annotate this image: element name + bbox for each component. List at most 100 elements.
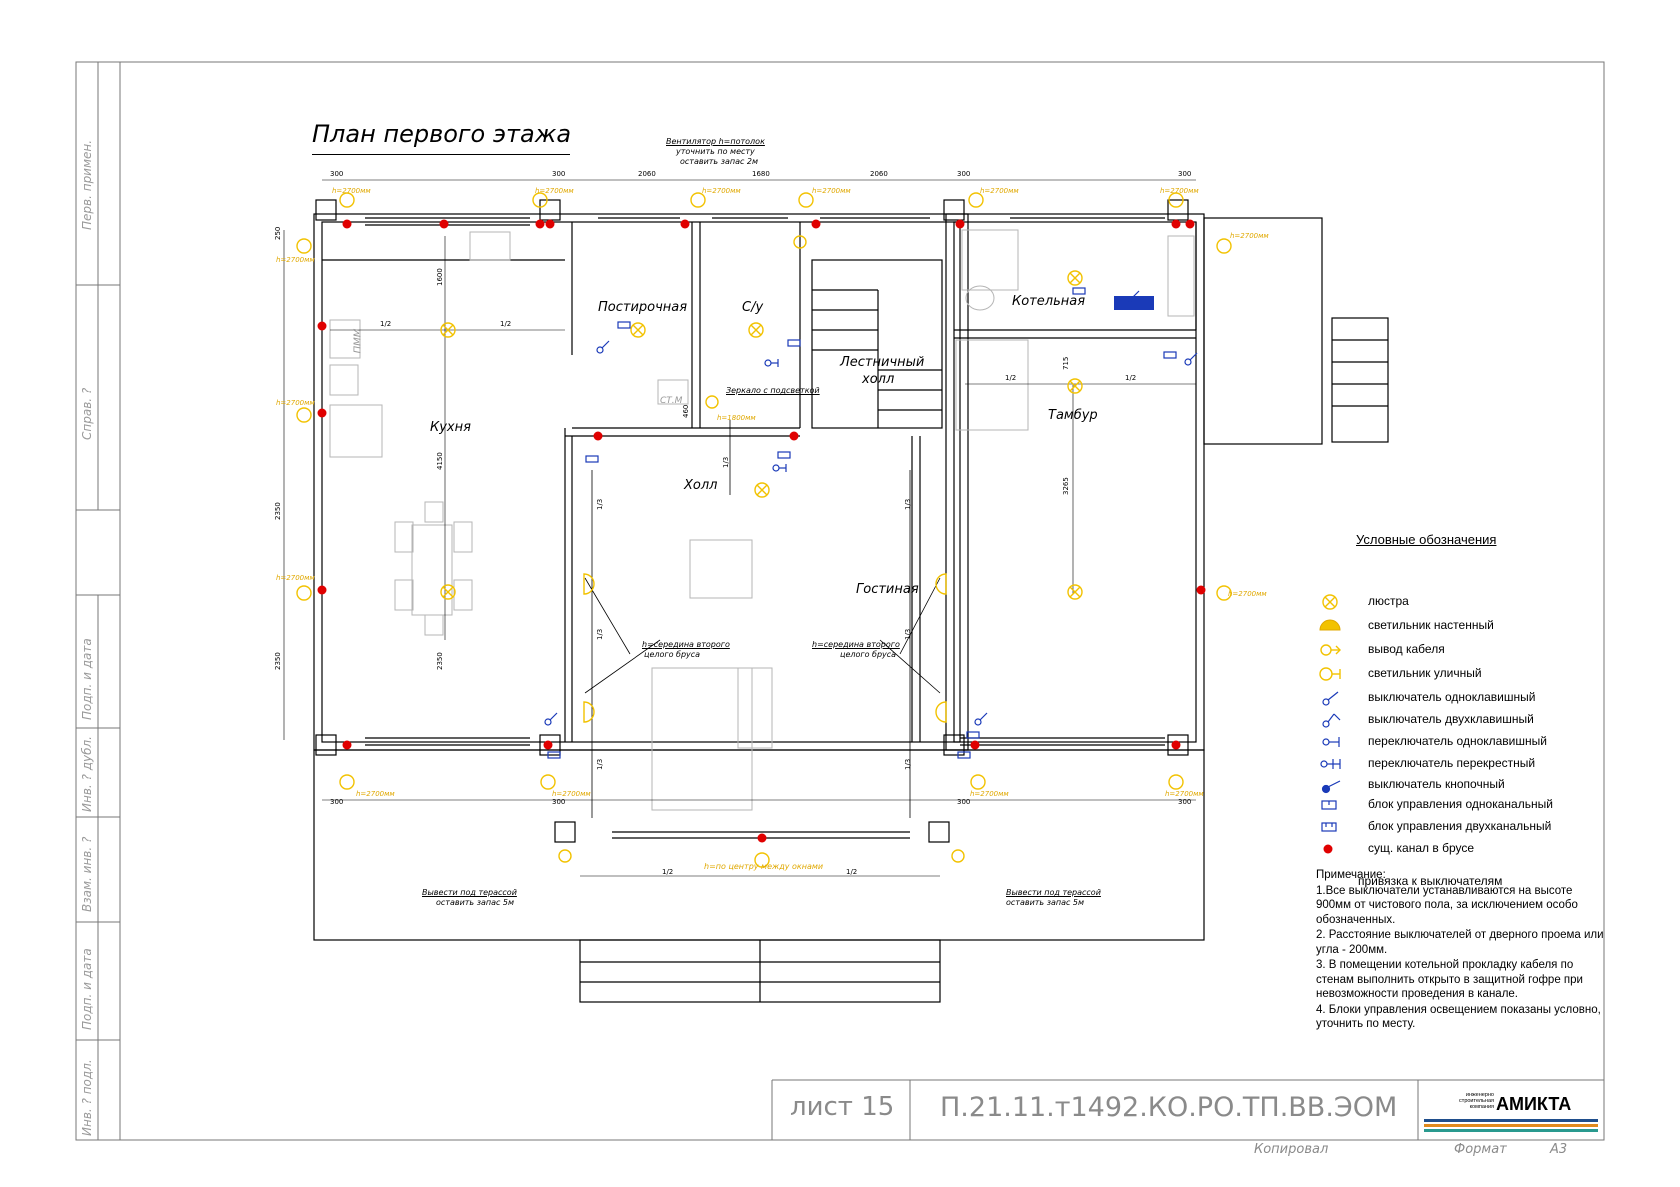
dim-1600: 1600 xyxy=(436,268,444,286)
dim-third: 1/3 xyxy=(596,629,604,640)
dim-300: 300 xyxy=(957,170,970,178)
legend-label: выключатель одноклавишный xyxy=(1368,690,1536,704)
legend-label: светильник настенный xyxy=(1368,618,1494,632)
legend-label: переключатель одноклавишный xyxy=(1368,734,1547,748)
channel-dots xyxy=(317,219,1206,843)
room-wc: С/у xyxy=(742,300,764,315)
svg-text:h=1800мм: h=1800мм xyxy=(717,414,756,422)
dim-half: 1/2 xyxy=(846,868,857,876)
document-code: П.21.11.т1492.КО.РО.ТП.ВВ.ЭОМ xyxy=(940,1092,1398,1123)
svg-text:h=2700мм: h=2700мм xyxy=(276,399,315,407)
svg-text:h=2700мм: h=2700мм xyxy=(276,256,315,264)
dim-715: 715 xyxy=(1062,357,1070,370)
note-item: 1.Все выключатели устанавливаются на выс… xyxy=(1316,884,1578,926)
dim-2060: 2060 xyxy=(638,170,656,178)
svg-text:h=2700мм: h=2700мм xyxy=(702,187,741,195)
dim-2350: 2350 xyxy=(274,502,282,520)
legend-item: переключатель одноклавишный xyxy=(1316,732,1616,752)
dim-2350: 2350 xyxy=(436,652,444,670)
company-logo: АМИКТА xyxy=(1496,1094,1572,1114)
legend-label: сущ. канал в брусе xyxy=(1368,841,1475,855)
room-vestibule: Тамбур xyxy=(1048,408,1098,423)
svg-text:h=2700мм: h=2700мм xyxy=(332,187,371,195)
legend-item: выключатель кнопочный xyxy=(1316,775,1616,795)
dim-460: 460 xyxy=(682,405,690,418)
changeover-single-icon xyxy=(1322,737,1340,747)
legend-label: блок управления одноканальный xyxy=(1368,797,1553,811)
wiring xyxy=(584,420,941,818)
switch-double-icon xyxy=(1322,713,1341,728)
legend-item: выключатель одноклавишный xyxy=(1316,688,1616,708)
legend-label: вывод кабеля xyxy=(1368,642,1445,656)
annotation-terrace-left-2: оставить запас 5м xyxy=(436,898,515,907)
note-item: 4. Блоки управления освещением показаны … xyxy=(1316,1003,1601,1031)
legend-item: светильник настенный xyxy=(1316,616,1616,636)
company-stripes xyxy=(1424,1119,1598,1132)
switch-symbols xyxy=(544,287,1198,759)
dim-third: 1/3 xyxy=(904,759,912,770)
annotation-mirror: Зеркало с подсветкой xyxy=(726,386,820,395)
legend-label: блок управления двухканальный xyxy=(1368,819,1552,833)
height-tags: h=2700мм h=2700мм h=2700мм h=2700мм h=27… xyxy=(276,187,1269,798)
room-stair-hall-1: Лестничный xyxy=(840,355,925,370)
dim-300: 300 xyxy=(330,798,343,806)
legend-item: блок управления одноканальный xyxy=(1316,795,1616,815)
dim-half: 1/2 xyxy=(380,320,391,328)
annotation-beam-left-1: h=середина второго xyxy=(642,640,730,649)
annotation-fan-3: оставить запас 2м xyxy=(680,157,759,166)
dim-300: 300 xyxy=(552,170,565,178)
annotation-beam-right-2: целого бруса xyxy=(840,650,897,659)
annotation-terrace-right-1: Вывести под терассой xyxy=(1006,888,1101,897)
stamp-side-label: Инв. ? дубл. xyxy=(80,736,94,812)
dim-third: 1/3 xyxy=(722,457,730,468)
channel-dot-icon xyxy=(1323,844,1333,854)
notes: Примечание: 1.Все выключатели устанавлив… xyxy=(1316,868,1606,1033)
sheet-frame xyxy=(75,61,1605,1141)
dim-2350: 2350 xyxy=(274,652,282,670)
svg-text:h=2700мм: h=2700мм xyxy=(552,790,591,798)
annotation-fan-2: уточнить по месту xyxy=(676,147,755,156)
dim-third: 1/3 xyxy=(904,629,912,640)
dim-third: 1/3 xyxy=(904,499,912,510)
street-lamp-icon xyxy=(1319,667,1341,681)
stamp-side-label: Перв. примен. xyxy=(80,139,94,230)
annotation-between-windows: h=по центру между окнами xyxy=(704,862,824,871)
legend-label: светильник уличный xyxy=(1368,666,1482,680)
note-item: 2. Расстояние выключателей от дверного п… xyxy=(1316,929,1604,956)
dim-3265: 3265 xyxy=(1062,477,1070,495)
company-subtitle: инженерно строительная компания xyxy=(1459,1092,1494,1110)
annotation-terrace-left-1: Вывести под терассой xyxy=(422,888,517,897)
room-stair-hall-2: холл xyxy=(862,372,895,387)
legend-item: выключатель двухклавишный xyxy=(1316,710,1616,730)
copied-label: Копировал xyxy=(1254,1142,1329,1157)
annotation-beam-left-2: целого бруса xyxy=(644,650,701,659)
svg-text:h=2700мм: h=2700мм xyxy=(1228,590,1267,598)
legend-label: выключатель двухклавишный xyxy=(1368,712,1534,726)
dim-300: 300 xyxy=(1178,170,1191,178)
legend-item: светильник уличный xyxy=(1316,664,1616,684)
dim-third: 1/3 xyxy=(596,499,604,510)
room-kitchen: Кухня xyxy=(430,420,471,435)
control-unit-single-icon xyxy=(1321,800,1337,810)
svg-text:h=2700мм: h=2700мм xyxy=(1160,187,1199,195)
boiler-icon xyxy=(1114,296,1154,310)
svg-text:h=2700мм: h=2700мм xyxy=(356,790,395,798)
dim-300: 300 xyxy=(957,798,970,806)
stamp-side-label: Инв. ? подл. xyxy=(80,1059,94,1136)
svg-text:h=2700мм: h=2700мм xyxy=(980,187,1019,195)
room-pantry: Постирочная xyxy=(598,300,688,315)
legend-label: люстра xyxy=(1368,594,1409,608)
format-value: А3 xyxy=(1550,1142,1568,1157)
cross-switch-icon xyxy=(1320,759,1341,769)
dim-half: 1/2 xyxy=(1005,374,1016,382)
notes-header: Примечание: xyxy=(1316,869,1386,881)
switch-single-icon xyxy=(1322,691,1339,706)
building-walls xyxy=(313,199,1389,1003)
svg-text:h=2700мм: h=2700мм xyxy=(276,574,315,582)
annotation-fan-1: Вентилятор h=потолок xyxy=(666,137,765,146)
lamp-symbols xyxy=(296,192,1232,868)
legend-item: переключатель перекрестный xyxy=(1316,754,1616,774)
dim-half: 1/2 xyxy=(662,868,673,876)
svg-text:h=2700мм: h=2700мм xyxy=(1230,232,1269,240)
cable-outlet-icon xyxy=(1320,644,1341,656)
